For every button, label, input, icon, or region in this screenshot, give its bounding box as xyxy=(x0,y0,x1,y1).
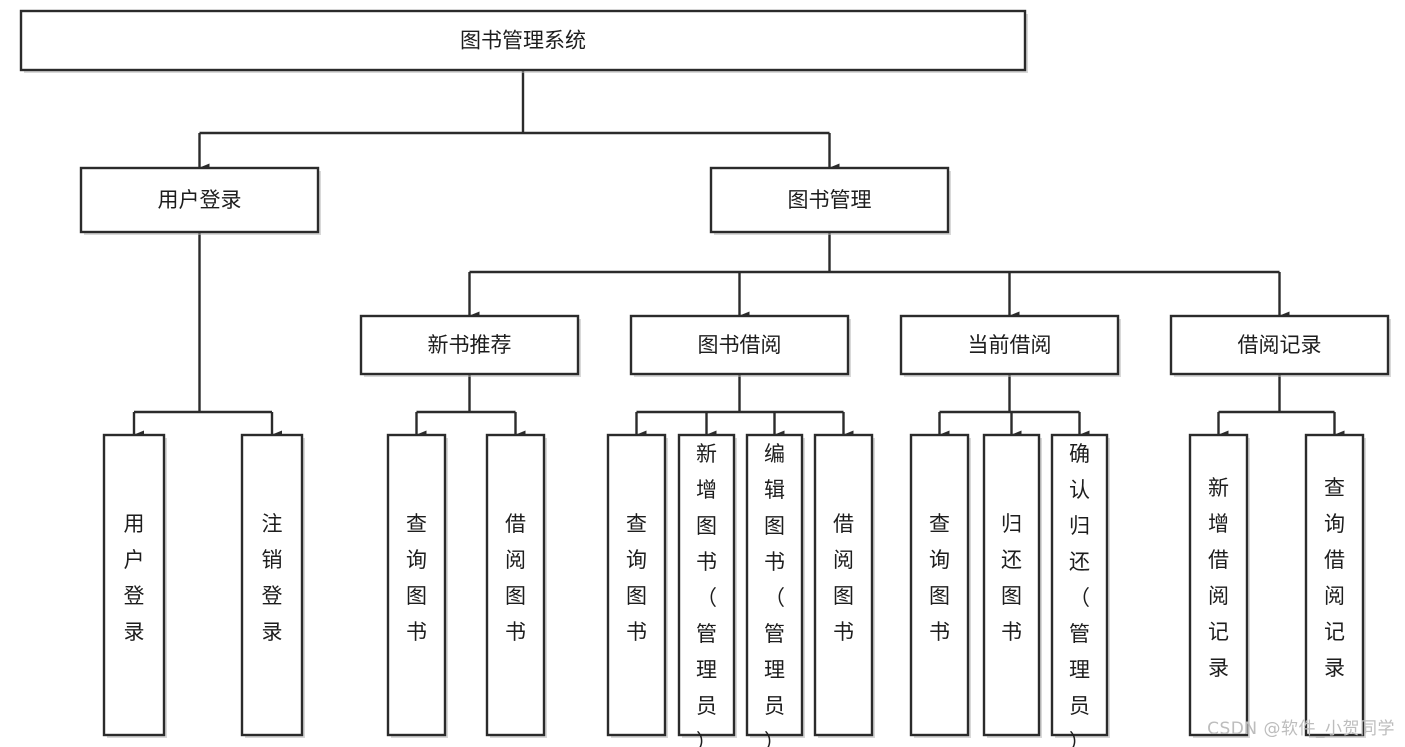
node-label: 新增图书（管理员） xyxy=(696,442,717,747)
node-leaf1[interactable]: 用户登录 xyxy=(102,433,167,738)
node-label: 编辑图书（管理员） xyxy=(764,442,785,747)
node-leaf4[interactable]: 借阅图书 xyxy=(485,433,547,738)
connector-layer xyxy=(132,70,1345,440)
node-label: 查询图书 xyxy=(626,512,647,644)
node-label: 查询图书 xyxy=(406,512,427,644)
node-bookmgmt[interactable]: 图书管理 xyxy=(709,166,951,235)
node-label: 图书借阅 xyxy=(698,333,782,357)
node-label: 借阅图书 xyxy=(833,512,854,644)
node-label: 查询借阅记录 xyxy=(1324,476,1345,680)
node-leaf12[interactable]: 新增借阅记录 xyxy=(1188,433,1250,738)
node-label: 借阅图书 xyxy=(505,512,526,644)
node-borrow[interactable]: 图书借阅 xyxy=(629,314,851,377)
node-layer: 图书管理系统用户登录图书管理新书推荐图书借阅当前借阅借阅记录用户登录注销登录查询… xyxy=(19,9,1391,747)
node-label: 归还图书 xyxy=(1001,512,1022,644)
node-leaf13[interactable]: 查询借阅记录 xyxy=(1304,433,1366,738)
node-current[interactable]: 当前借阅 xyxy=(899,314,1121,377)
watermark-label: CSDN @软件_小贺同学 xyxy=(1207,719,1395,739)
node-label: 用户登录 xyxy=(124,512,145,644)
node-label: 查询图书 xyxy=(929,512,950,644)
node-label: 图书管理 xyxy=(788,188,872,212)
node-label: 当前借阅 xyxy=(968,333,1052,357)
node-label: 新书推荐 xyxy=(428,333,512,357)
node-label: 用户登录 xyxy=(158,188,242,212)
node-leaf9[interactable]: 查询图书 xyxy=(909,433,971,738)
node-leaf8[interactable]: 借阅图书 xyxy=(813,433,875,738)
node-leaf6[interactable]: 新增图书（管理员） xyxy=(677,433,737,747)
node-leaf5[interactable]: 查询图书 xyxy=(606,433,668,738)
node-leaf2[interactable]: 注销登录 xyxy=(240,433,305,738)
node-label: 新增借阅记录 xyxy=(1208,476,1229,680)
node-label: 借阅记录 xyxy=(1238,333,1322,357)
node-login[interactable]: 用户登录 xyxy=(79,166,321,235)
node-label: 确认归还（管理员） xyxy=(1069,442,1090,747)
node-leaf7[interactable]: 编辑图书（管理员） xyxy=(745,433,805,747)
node-leaf10[interactable]: 归还图书 xyxy=(982,433,1042,738)
node-leaf11[interactable]: 确认归还（管理员） xyxy=(1050,433,1110,747)
node-records[interactable]: 借阅记录 xyxy=(1169,314,1391,377)
node-leaf3[interactable]: 查询图书 xyxy=(386,433,448,738)
node-newbook[interactable]: 新书推荐 xyxy=(359,314,581,377)
node-label: 图书管理系统 xyxy=(460,29,586,53)
node-root[interactable]: 图书管理系统 xyxy=(19,9,1028,73)
node-label: 注销登录 xyxy=(262,512,283,644)
